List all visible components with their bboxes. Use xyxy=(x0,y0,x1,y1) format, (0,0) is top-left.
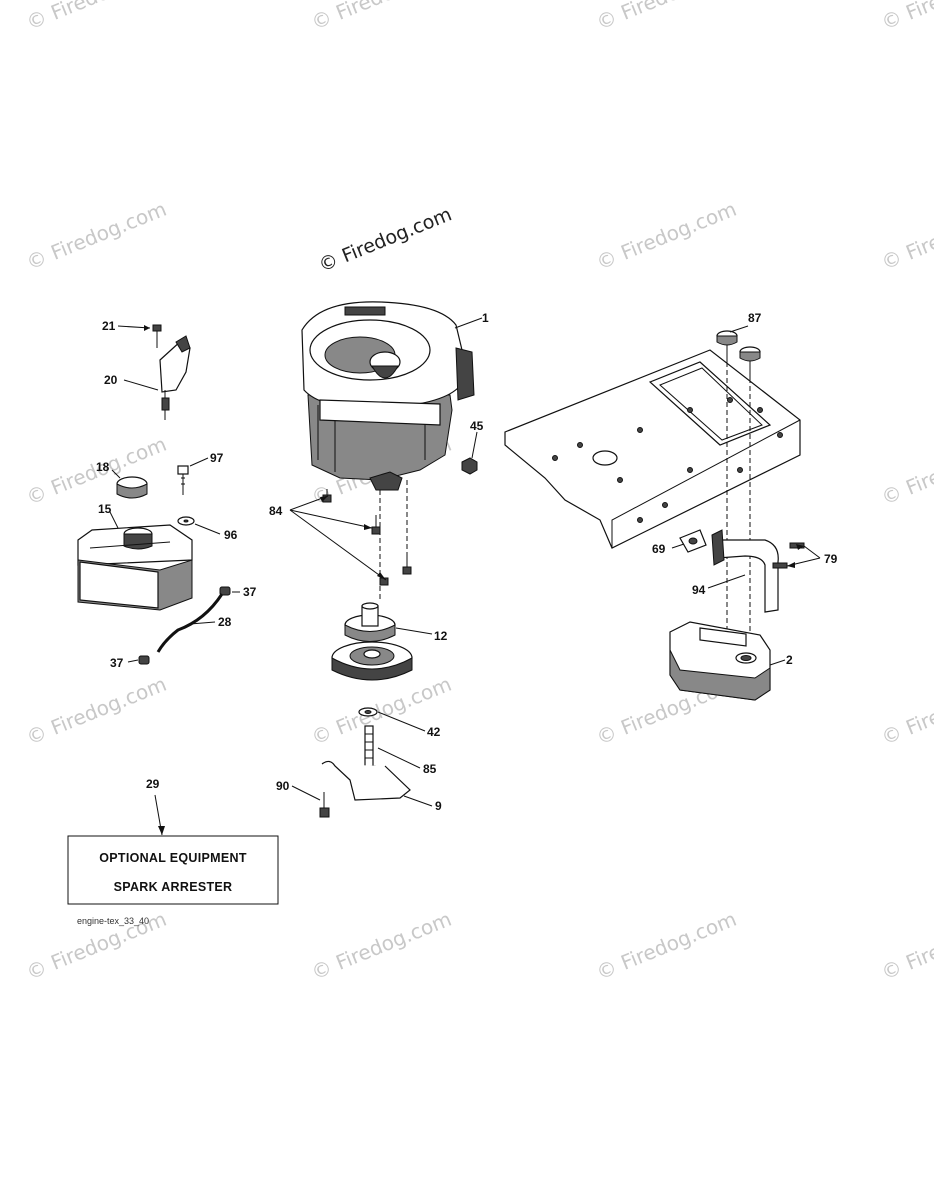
bolts-87-part xyxy=(716,330,761,378)
clamp-37-part xyxy=(138,655,150,665)
main-watermark: © Firedog.com xyxy=(316,203,455,276)
callout-28: 28 xyxy=(218,615,232,629)
throttle-control-part xyxy=(152,324,191,420)
callout-90: 90 xyxy=(276,779,290,793)
callout-42: 42 xyxy=(427,725,441,739)
watermark: © Firedog.com xyxy=(878,197,934,275)
watermark: © Firedog.com xyxy=(593,0,740,35)
pulley-12-part xyxy=(331,602,413,681)
callout-18: 18 xyxy=(96,460,110,474)
bracket-9-part xyxy=(321,760,411,801)
watermark: © Firedog.com xyxy=(23,672,170,750)
callout-9: 9 xyxy=(435,799,442,813)
watermark: © Firedog.com xyxy=(878,432,934,510)
callout-20: 20 xyxy=(104,373,118,387)
optional-equipment-box: OPTIONAL EQUIPMENT SPARK ARRESTER xyxy=(67,835,279,905)
fuel-line-part xyxy=(156,593,224,653)
watermark: © Firedog.com xyxy=(308,0,455,35)
callout-37: 37 xyxy=(243,585,257,599)
bolt-97-part xyxy=(177,465,189,495)
fuel-tank-part xyxy=(77,524,193,611)
callout-84: 84 xyxy=(269,504,283,518)
nut-45-part xyxy=(461,457,478,475)
drawing-reference: engine-tex_33_40 xyxy=(77,916,149,926)
callout-85: 85 xyxy=(423,762,437,776)
watermark: © Firedog.com xyxy=(878,672,934,750)
callout-37: 37 xyxy=(110,656,124,670)
callout-labels: 1 2 9 12 15 18 20 21 28 29 37 37 42 45 6… xyxy=(96,311,838,813)
leader-lines xyxy=(109,317,821,836)
callout-29: 29 xyxy=(146,777,160,791)
bolts-84-part xyxy=(322,489,412,586)
callout-1: 1 xyxy=(482,311,489,325)
watermark: © Firedog.com xyxy=(23,197,170,275)
callout-69: 69 xyxy=(652,542,666,556)
engine-part xyxy=(301,301,475,491)
watermark: © Firedog.com xyxy=(878,907,934,985)
bolt-90-part xyxy=(319,792,330,818)
spark-arrester-label: SPARK ARRESTER xyxy=(114,880,233,894)
clamp-37-part xyxy=(219,586,231,596)
callout-21: 21 xyxy=(102,319,116,333)
callout-45: 45 xyxy=(470,419,484,433)
optional-equipment-title: OPTIONAL EQUIPMENT xyxy=(99,851,247,865)
callout-2: 2 xyxy=(786,653,793,667)
muffler-2-part xyxy=(669,621,771,701)
callout-94: 94 xyxy=(692,583,706,597)
watermark: © Firedog.com xyxy=(23,0,170,35)
watermark: © Firedog.com xyxy=(878,0,934,35)
callout-97: 97 xyxy=(210,451,224,465)
arrow-heads xyxy=(144,325,804,835)
watermark: © Firedog.com xyxy=(593,907,740,985)
callout-87: 87 xyxy=(748,311,762,325)
fuel-cap-part xyxy=(116,476,148,499)
watermark: © Firedog.com xyxy=(308,907,455,985)
frame-plate-part xyxy=(504,349,801,549)
exhaust-pipe-94-part xyxy=(714,539,779,613)
watermark: © Firedog.com xyxy=(593,197,740,275)
callout-15: 15 xyxy=(98,502,112,516)
callout-96: 96 xyxy=(224,528,238,542)
bolt-85-part xyxy=(362,725,376,773)
callout-12: 12 xyxy=(434,629,448,643)
callout-79: 79 xyxy=(824,552,838,566)
